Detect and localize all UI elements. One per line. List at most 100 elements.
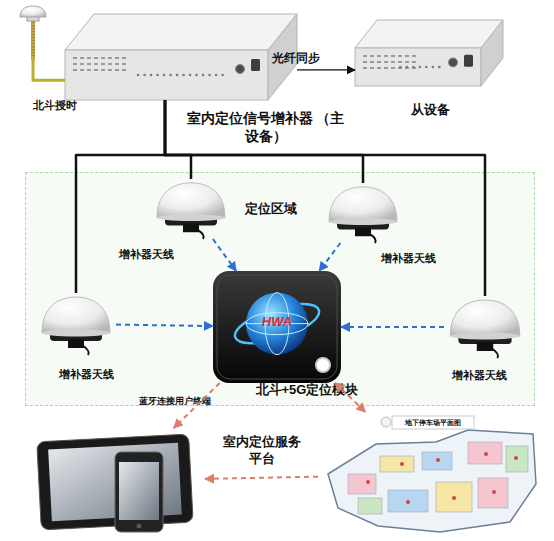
indicator-led bbox=[221, 74, 224, 77]
indicator-led bbox=[182, 74, 185, 77]
vent-hole bbox=[363, 61, 367, 63]
antenna-foot bbox=[68, 339, 84, 348]
map-room bbox=[358, 498, 382, 514]
phone bbox=[115, 452, 163, 532]
rod-thread bbox=[31, 55, 35, 56]
rod-thread bbox=[31, 31, 35, 32]
antenna-dome bbox=[329, 187, 397, 222]
rod-thread bbox=[31, 28, 35, 29]
timing-antenna: 北斗授时 bbox=[18, 4, 48, 60]
antenna-lip bbox=[157, 214, 225, 221]
device-label: 从设备 bbox=[380, 102, 480, 119]
indicator-led bbox=[425, 66, 428, 69]
power-knob bbox=[236, 65, 245, 74]
module-label: 北斗+5G定位模块 bbox=[251, 382, 363, 399]
repeater-antenna: 增补器天线 bbox=[151, 179, 231, 239]
repeater-antenna: 增补器天线 bbox=[444, 296, 526, 358]
repeater-antenna: 增补器天线 bbox=[323, 183, 403, 243]
vent-hole bbox=[122, 57, 126, 59]
logo-latitude bbox=[246, 313, 308, 335]
antenna-illustration bbox=[151, 179, 231, 239]
antenna-illustration bbox=[36, 293, 116, 355]
antenna-illustration bbox=[444, 296, 526, 358]
vent-hole bbox=[398, 55, 402, 57]
antenna-dome bbox=[450, 300, 520, 336]
antenna-label: 增补器天线 bbox=[439, 368, 519, 382]
antenna-label: 增补器天线 bbox=[368, 251, 448, 265]
antenna-foot bbox=[477, 342, 493, 351]
indicator-led bbox=[432, 66, 435, 69]
antenna-rod bbox=[31, 18, 35, 60]
device-front bbox=[355, 48, 481, 86]
vent-hole bbox=[122, 69, 126, 71]
vent-hole bbox=[94, 63, 98, 65]
indicator-led bbox=[156, 74, 159, 77]
map-pin bbox=[492, 490, 496, 494]
vent-hole bbox=[115, 63, 119, 65]
rod-thread bbox=[31, 49, 35, 50]
terminal-label: 蓝牙连接用户终端 bbox=[120, 396, 230, 408]
antenna-lip bbox=[329, 218, 397, 225]
vent-hole bbox=[115, 69, 119, 71]
vent-hole bbox=[384, 67, 388, 69]
vent-hole bbox=[384, 61, 388, 63]
vent-hole bbox=[405, 61, 409, 63]
master-device: 室内定位信号增补器 （主设备） bbox=[65, 14, 297, 100]
map-room bbox=[348, 474, 376, 494]
indicator-led bbox=[406, 66, 409, 69]
device-illustration bbox=[65, 14, 297, 100]
rod-thread bbox=[31, 52, 35, 53]
device-illustration bbox=[355, 20, 503, 86]
vent-hole bbox=[391, 61, 395, 63]
map-pin bbox=[436, 458, 440, 462]
globe-logo bbox=[231, 293, 324, 355]
map-pin bbox=[366, 480, 370, 484]
map-pin bbox=[514, 456, 518, 460]
vent-hole bbox=[384, 55, 388, 57]
floor-map: 地下停车场平面图 bbox=[318, 412, 543, 537]
indicator-led bbox=[215, 74, 218, 77]
antenna-label: 增补器天线 bbox=[46, 367, 126, 381]
vent-hole bbox=[108, 69, 112, 71]
map-icon bbox=[381, 417, 391, 427]
vent-hole bbox=[101, 57, 105, 59]
indicator-led bbox=[195, 74, 198, 77]
vent-hole bbox=[80, 63, 84, 65]
rod-thread bbox=[31, 40, 35, 41]
vent-hole bbox=[412, 55, 416, 57]
map-title: 地下停车场平面图 bbox=[396, 418, 470, 427]
antenna-foot bbox=[183, 224, 199, 233]
rod-thread bbox=[31, 34, 35, 35]
vent-hole bbox=[94, 69, 98, 71]
vent-hole bbox=[391, 67, 395, 69]
edge-label: 室内定位服务平台 bbox=[217, 434, 307, 468]
indicator-led bbox=[419, 66, 422, 69]
vent-hole bbox=[73, 69, 77, 71]
rod-thread bbox=[31, 25, 35, 26]
rod-thread bbox=[31, 22, 35, 23]
indicator-led bbox=[202, 74, 205, 77]
map-outline bbox=[328, 430, 536, 532]
edge-label: 光纤同步 bbox=[264, 51, 328, 67]
positioning-module: HWA北斗+5G定位模块 bbox=[213, 271, 341, 383]
vent-hole bbox=[73, 57, 77, 59]
device-front bbox=[65, 50, 268, 100]
fiber-sync-arrow bbox=[297, 69, 355, 70]
vent-hole bbox=[87, 69, 91, 71]
vent-hole bbox=[101, 69, 105, 71]
vent-hole bbox=[122, 63, 126, 65]
logo-text: HWA bbox=[253, 314, 301, 331]
module-button bbox=[316, 358, 330, 372]
indicator-led bbox=[412, 66, 415, 69]
device-label: 室内定位信号增补器 （主设备） bbox=[183, 109, 348, 145]
power-knob bbox=[449, 58, 458, 67]
map-room bbox=[422, 452, 452, 470]
vent-hole bbox=[363, 55, 367, 57]
indicator-led bbox=[176, 74, 179, 77]
vent-hole bbox=[377, 61, 381, 63]
service-arrow bbox=[205, 477, 318, 479]
map-room bbox=[478, 478, 508, 508]
indicator-led bbox=[438, 66, 441, 69]
antenna-cable bbox=[369, 233, 376, 243]
